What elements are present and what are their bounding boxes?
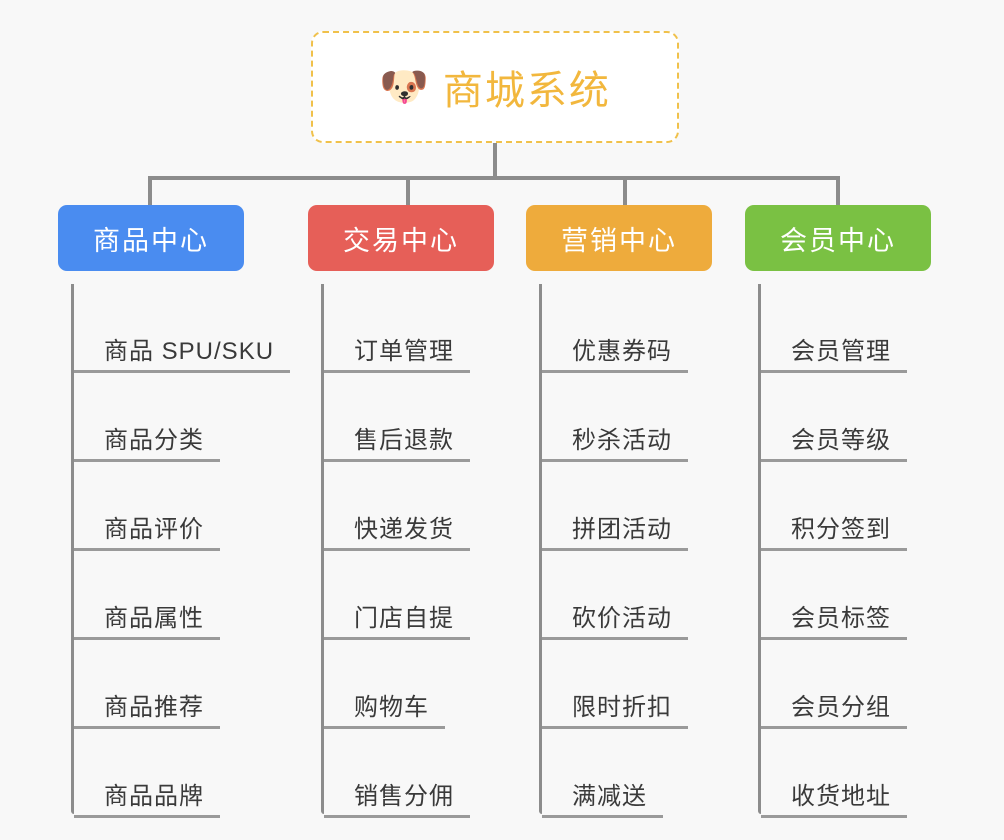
category-header-label: 营销中心 [561,225,677,256]
leaf-list: 订单管理售后退款快递发货门店自提购物车销售分佣 [308,271,494,818]
leaf-item[interactable]: 砍价活动 [526,551,712,640]
leaf-item-label: 限时折扣 [542,687,688,729]
leaf-item-label: 售后退款 [324,420,470,462]
category-header-1[interactable]: 商品中心 [58,205,244,271]
leaf-item[interactable]: 快递发货 [308,462,494,551]
connector-drop-3 [623,176,627,207]
leaf-item[interactable]: 秒杀活动 [526,373,712,462]
leaf-item-label: 快递发货 [324,509,470,551]
leaf-item[interactable]: 销售分佣 [308,729,494,818]
leaf-item-label: 购物车 [324,687,445,729]
leaf-item-label: 商品分类 [74,420,220,462]
root-node[interactable]: 🐶 商城系统 [311,31,679,143]
category-column: 会员中心会员管理会员等级积分签到会员标签会员分组收货地址 [745,205,931,818]
leaf-item-label: 砍价活动 [542,598,688,640]
leaf-item[interactable]: 商品推荐 [58,640,244,729]
leaf-item[interactable]: 商品 SPU/SKU [58,284,291,373]
category-header-4[interactable]: 会员中心 [745,205,931,271]
connector-stem [493,143,497,179]
leaf-list: 优惠券码秒杀活动拼团活动砍价活动限时折扣满减送 [526,271,712,818]
shiba-dog-face-icon: 🐶 [379,65,429,109]
category-column: 交易中心订单管理售后退款快递发货门店自提购物车销售分佣 [308,205,494,818]
category-header-label: 交易中心 [343,225,459,256]
leaf-item-label: 商品 SPU/SKU [74,331,291,373]
leaf-item[interactable]: 限时折扣 [526,640,712,729]
leaf-item[interactable]: 商品品牌 [58,729,244,818]
connector-drop-2 [406,176,410,207]
leaf-item[interactable]: 优惠券码 [526,284,712,373]
leaf-item-label: 订单管理 [324,331,470,373]
leaf-item-label: 拼团活动 [542,509,688,551]
category-column: 营销中心优惠券码秒杀活动拼团活动砍价活动限时折扣满减送 [526,205,712,818]
leaf-item-label: 销售分佣 [324,776,470,818]
leaf-item-label: 商品评价 [74,509,220,551]
leaf-item-label: 会员管理 [761,331,907,373]
leaf-item-label: 优惠券码 [542,331,688,373]
leaf-item-label: 商品属性 [74,598,220,640]
leaf-item[interactable]: 门店自提 [308,551,494,640]
branch-trunk-line [71,284,74,814]
connector-drop-1 [148,176,152,207]
connector-bar [148,176,838,180]
leaf-item-label: 收货地址 [761,776,907,818]
leaf-item-label: 会员等级 [761,420,907,462]
leaf-item[interactable]: 商品分类 [58,373,244,462]
leaf-item-label: 满减送 [542,776,663,818]
connector-drop-4 [836,176,840,207]
leaf-item[interactable]: 会员分组 [745,640,931,729]
leaf-item[interactable]: 商品属性 [58,551,244,640]
leaf-list: 商品 SPU/SKU 商品分类商品评价商品属性商品推荐商品品牌 [58,271,291,818]
category-header-label: 会员中心 [780,225,896,256]
branch-trunk-line [321,284,324,814]
leaf-item-label: 会员标签 [761,598,907,640]
leaf-list: 会员管理会员等级积分签到会员标签会员分组收货地址 [745,271,931,818]
leaf-item[interactable]: 售后退款 [308,373,494,462]
leaf-item[interactable]: 商品评价 [58,462,244,551]
leaf-item[interactable]: 订单管理 [308,284,494,373]
leaf-item[interactable]: 会员等级 [745,373,931,462]
branch-trunk-line [539,284,542,814]
leaf-item-label: 积分签到 [761,509,907,551]
branch-trunk-line [758,284,761,814]
leaf-item[interactable]: 满减送 [526,729,712,818]
category-header-label: 商品中心 [93,225,209,256]
leaf-item[interactable]: 购物车 [308,640,494,729]
leaf-item-label: 门店自提 [324,598,470,640]
leaf-item[interactable]: 会员标签 [745,551,931,640]
category-header-2[interactable]: 交易中心 [308,205,494,271]
category-header-3[interactable]: 营销中心 [526,205,712,271]
leaf-item[interactable]: 会员管理 [745,284,931,373]
leaf-item[interactable]: 收货地址 [745,729,931,818]
leaf-item-label: 秒杀活动 [542,420,688,462]
leaf-item[interactable]: 拼团活动 [526,462,712,551]
root-title: 商城系统 [442,69,611,113]
category-column: 商品中心商品 SPU/SKU 商品分类商品评价商品属性商品推荐商品品牌 [58,205,291,818]
leaf-item-label: 商品推荐 [74,687,220,729]
leaf-item-label: 商品品牌 [74,776,220,818]
leaf-item[interactable]: 积分签到 [745,462,931,551]
leaf-item-label: 会员分组 [761,687,907,729]
